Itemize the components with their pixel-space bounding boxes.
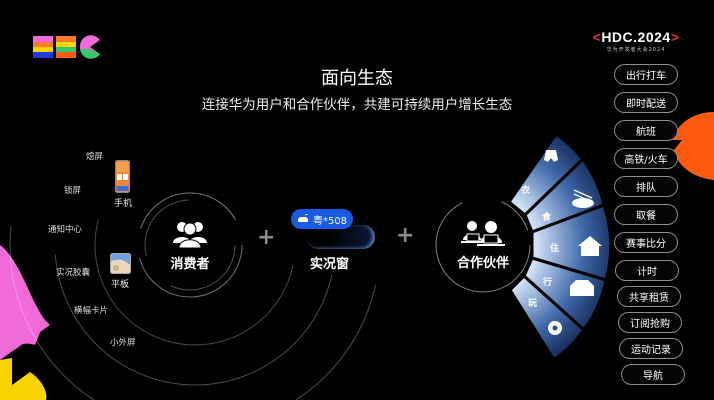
- page-subtitle: 连接华为用户和合作伙伴，共建可持续用户增长生态: [201, 97, 513, 113]
- badge-text: 粤*508: [312, 215, 348, 227]
- category-label: 食: [542, 213, 552, 223]
- fan-segment-play: [508, 273, 586, 363]
- surface-label: 通知中心: [48, 225, 83, 235]
- orange-shape-decoration: [672, 112, 714, 180]
- scenario-pill[interactable]: 导航: [621, 364, 685, 385]
- category-label: 衣: [521, 186, 531, 196]
- consumer-label: 消费者: [170, 256, 210, 272]
- page-title: 面向生态: [321, 68, 393, 89]
- scenario-pill[interactable]: 赛事比分: [614, 232, 678, 253]
- device-label: 手机: [114, 199, 133, 209]
- event-subtitle: 华为开发者大会2024: [606, 47, 666, 53]
- partner-label: 合作伙伴: [456, 255, 509, 271]
- phone-icon: [114, 160, 130, 193]
- event-brand: <HDC.2024> 华为开发者大会2024: [586, 29, 686, 53]
- category-label: 住: [550, 244, 560, 254]
- partners-icon: [461, 220, 505, 246]
- device-label: 平板: [111, 280, 130, 290]
- category-label: 玩: [528, 299, 538, 309]
- users-icon: [173, 221, 207, 248]
- tablet-icon: [110, 253, 131, 274]
- scenario-pill[interactable]: 取餐: [614, 204, 678, 225]
- hdc-logo: [33, 35, 100, 59]
- taxi-icon: [297, 214, 309, 222]
- scenario-pill[interactable]: 排队: [614, 176, 678, 197]
- event-title: HDC.2024: [601, 29, 671, 45]
- bracket-right: >: [670, 29, 680, 45]
- scenario-pill[interactable]: 共享租赁: [617, 286, 681, 307]
- scenario-pill[interactable]: 出行打车: [614, 64, 678, 85]
- car-icon: [570, 280, 594, 296]
- scenario-pill[interactable]: 运动记录: [619, 338, 683, 359]
- device-tablet: [110, 253, 131, 278]
- scenario-pill[interactable]: 订阅抢购: [618, 312, 682, 333]
- consumer-node: 消费者: [150, 205, 230, 285]
- plus-operator: +: [396, 223, 415, 248]
- category-label: 行: [543, 278, 553, 288]
- partner-node: 合作伙伴: [443, 205, 523, 285]
- bowl-chopsticks-icon: [572, 198, 594, 208]
- scenario-pill[interactable]: 计时: [615, 260, 679, 281]
- live-window-preview: [306, 225, 375, 249]
- bracket-left: <: [592, 29, 602, 45]
- device-phone: [112, 160, 132, 197]
- surface-label: 锁屏: [64, 186, 82, 196]
- shirt-tie-icon: [544, 150, 558, 162]
- scenario-pill[interactable]: 即时配送: [614, 92, 678, 113]
- surface-label: 熄屏: [86, 152, 104, 162]
- surface-label: 小外屏: [110, 338, 136, 348]
- live-window-badge: 粤*508: [291, 209, 353, 229]
- plus-operator: +: [257, 225, 276, 250]
- surface-label: 横幅卡片: [74, 306, 109, 316]
- live-window-label: 实况窗: [310, 257, 350, 272]
- yellow-shape-decoration: [0, 358, 47, 400]
- scenario-pill[interactable]: 航班: [614, 120, 678, 141]
- surface-label: 实况胶囊: [56, 268, 91, 278]
- house-icon: [578, 236, 602, 256]
- scenario-pill[interactable]: 高铁/火车: [614, 148, 678, 169]
